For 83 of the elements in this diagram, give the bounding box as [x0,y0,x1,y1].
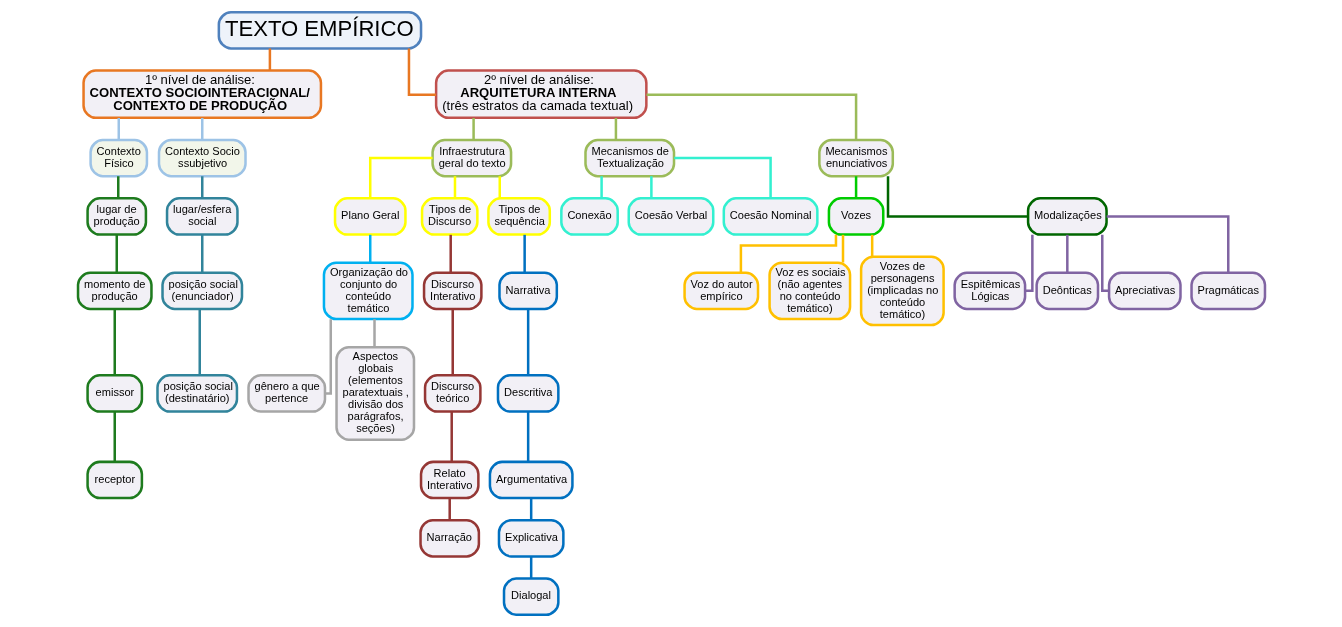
connector [471,118,475,140]
node-box: Apreciativas [1107,271,1182,311]
node-box: Aspectos globais (elementos paratextuais , divisão dos parágrafos, seções) [334,345,415,441]
connector [113,309,116,376]
connector [200,234,203,273]
node-box: Coesão Nominal [722,197,819,236]
node-box: Argumentativa [488,460,574,500]
node-box: gênero a que pertence [246,374,326,413]
node-box: Tipos de Discurso [420,197,479,236]
node-box: Voz es sociais (não agentes no conteúdo temático) [767,261,851,321]
node-box: Tipos de sequência [486,197,551,236]
connector [407,48,436,96]
node-box: TEXTO EMPÍRICO [217,11,422,50]
connector [200,118,203,140]
node-box: posição social (enunciador) [160,271,243,311]
node-box: Mecanismos de Textualização [583,138,675,178]
node-box: receptor [85,460,143,500]
connector [526,309,529,376]
connector [198,309,201,376]
node-box: Voz do autor empírico [682,271,759,311]
connector [739,234,837,273]
node-box: lugar/esfera social [165,197,239,236]
node-box: Narração [418,518,480,558]
connector [368,156,433,199]
node-box: Modalizações [1026,197,1108,236]
connector [673,156,772,199]
connector [372,319,376,348]
node-box: Vozes [827,197,884,236]
node-box: Pragmáticas [1189,271,1266,311]
connector [113,411,116,462]
node-box: Contexto Sociossubjetivo [157,138,247,178]
node-box: Dialogal [502,577,560,616]
connector [870,234,873,257]
node-box: lugar de produção [85,197,147,236]
connector [116,176,119,199]
connector [529,498,532,520]
node-box: Descritiva [496,374,560,413]
node-box: Narrativa [497,271,558,311]
connector [1024,234,1034,293]
connector [450,309,454,376]
connector [599,176,603,199]
connector [324,319,332,395]
node-box: Conexão [559,197,619,236]
connector [200,176,203,199]
connector [646,93,857,140]
node-box: emissor [85,374,143,413]
connector [449,411,453,462]
node-box: Mecanismos enunciativos [817,138,894,178]
connector [453,176,456,199]
connector [526,411,529,462]
connector [368,234,371,263]
node-box: Explicativa [497,518,565,558]
connector [1100,234,1109,293]
node-box: Infraestrutura geral do texto [430,138,512,178]
connector [614,118,617,140]
connector [1065,234,1069,273]
connector [115,234,118,273]
connector [649,176,653,199]
connector [841,234,844,263]
node-box: Vozes de personagens (implicadas no conteúdo temático) [859,255,945,327]
connector [529,556,532,579]
connector [522,234,526,273]
connector [448,234,452,273]
node-box: Discurso teórico [423,374,482,413]
connector [854,176,857,199]
node-box: Discurso Interativo [422,271,483,311]
node-box: Coesão Verbal [627,197,714,236]
node-box: momento de produção [76,271,153,311]
connector [498,176,501,199]
node-box: Deônticas [1034,271,1099,311]
node-box: 1º nível de análise: CONTEXTO SOCIOINTERACIONAL/ CONTEXTO DE PRODUÇÃO [81,69,322,120]
connector [117,118,120,140]
connector [1106,215,1229,273]
connector [268,48,271,71]
node-box: posição social (destinatário) [155,374,238,413]
node-box: Plano Geral [333,197,407,236]
connector [447,498,451,520]
node-box: Relato Interativo [419,460,480,500]
node-box: 2º nível de análise: ARQUITETURA INTERNA (três estratos da camada textual) [434,69,648,120]
node-box: Espitêmicas Lógicas [952,271,1026,311]
node-box: Organização do conjunto do conteúdo temático [322,261,414,321]
node-box: Contexto Físico [88,138,148,178]
connector [886,176,1028,218]
